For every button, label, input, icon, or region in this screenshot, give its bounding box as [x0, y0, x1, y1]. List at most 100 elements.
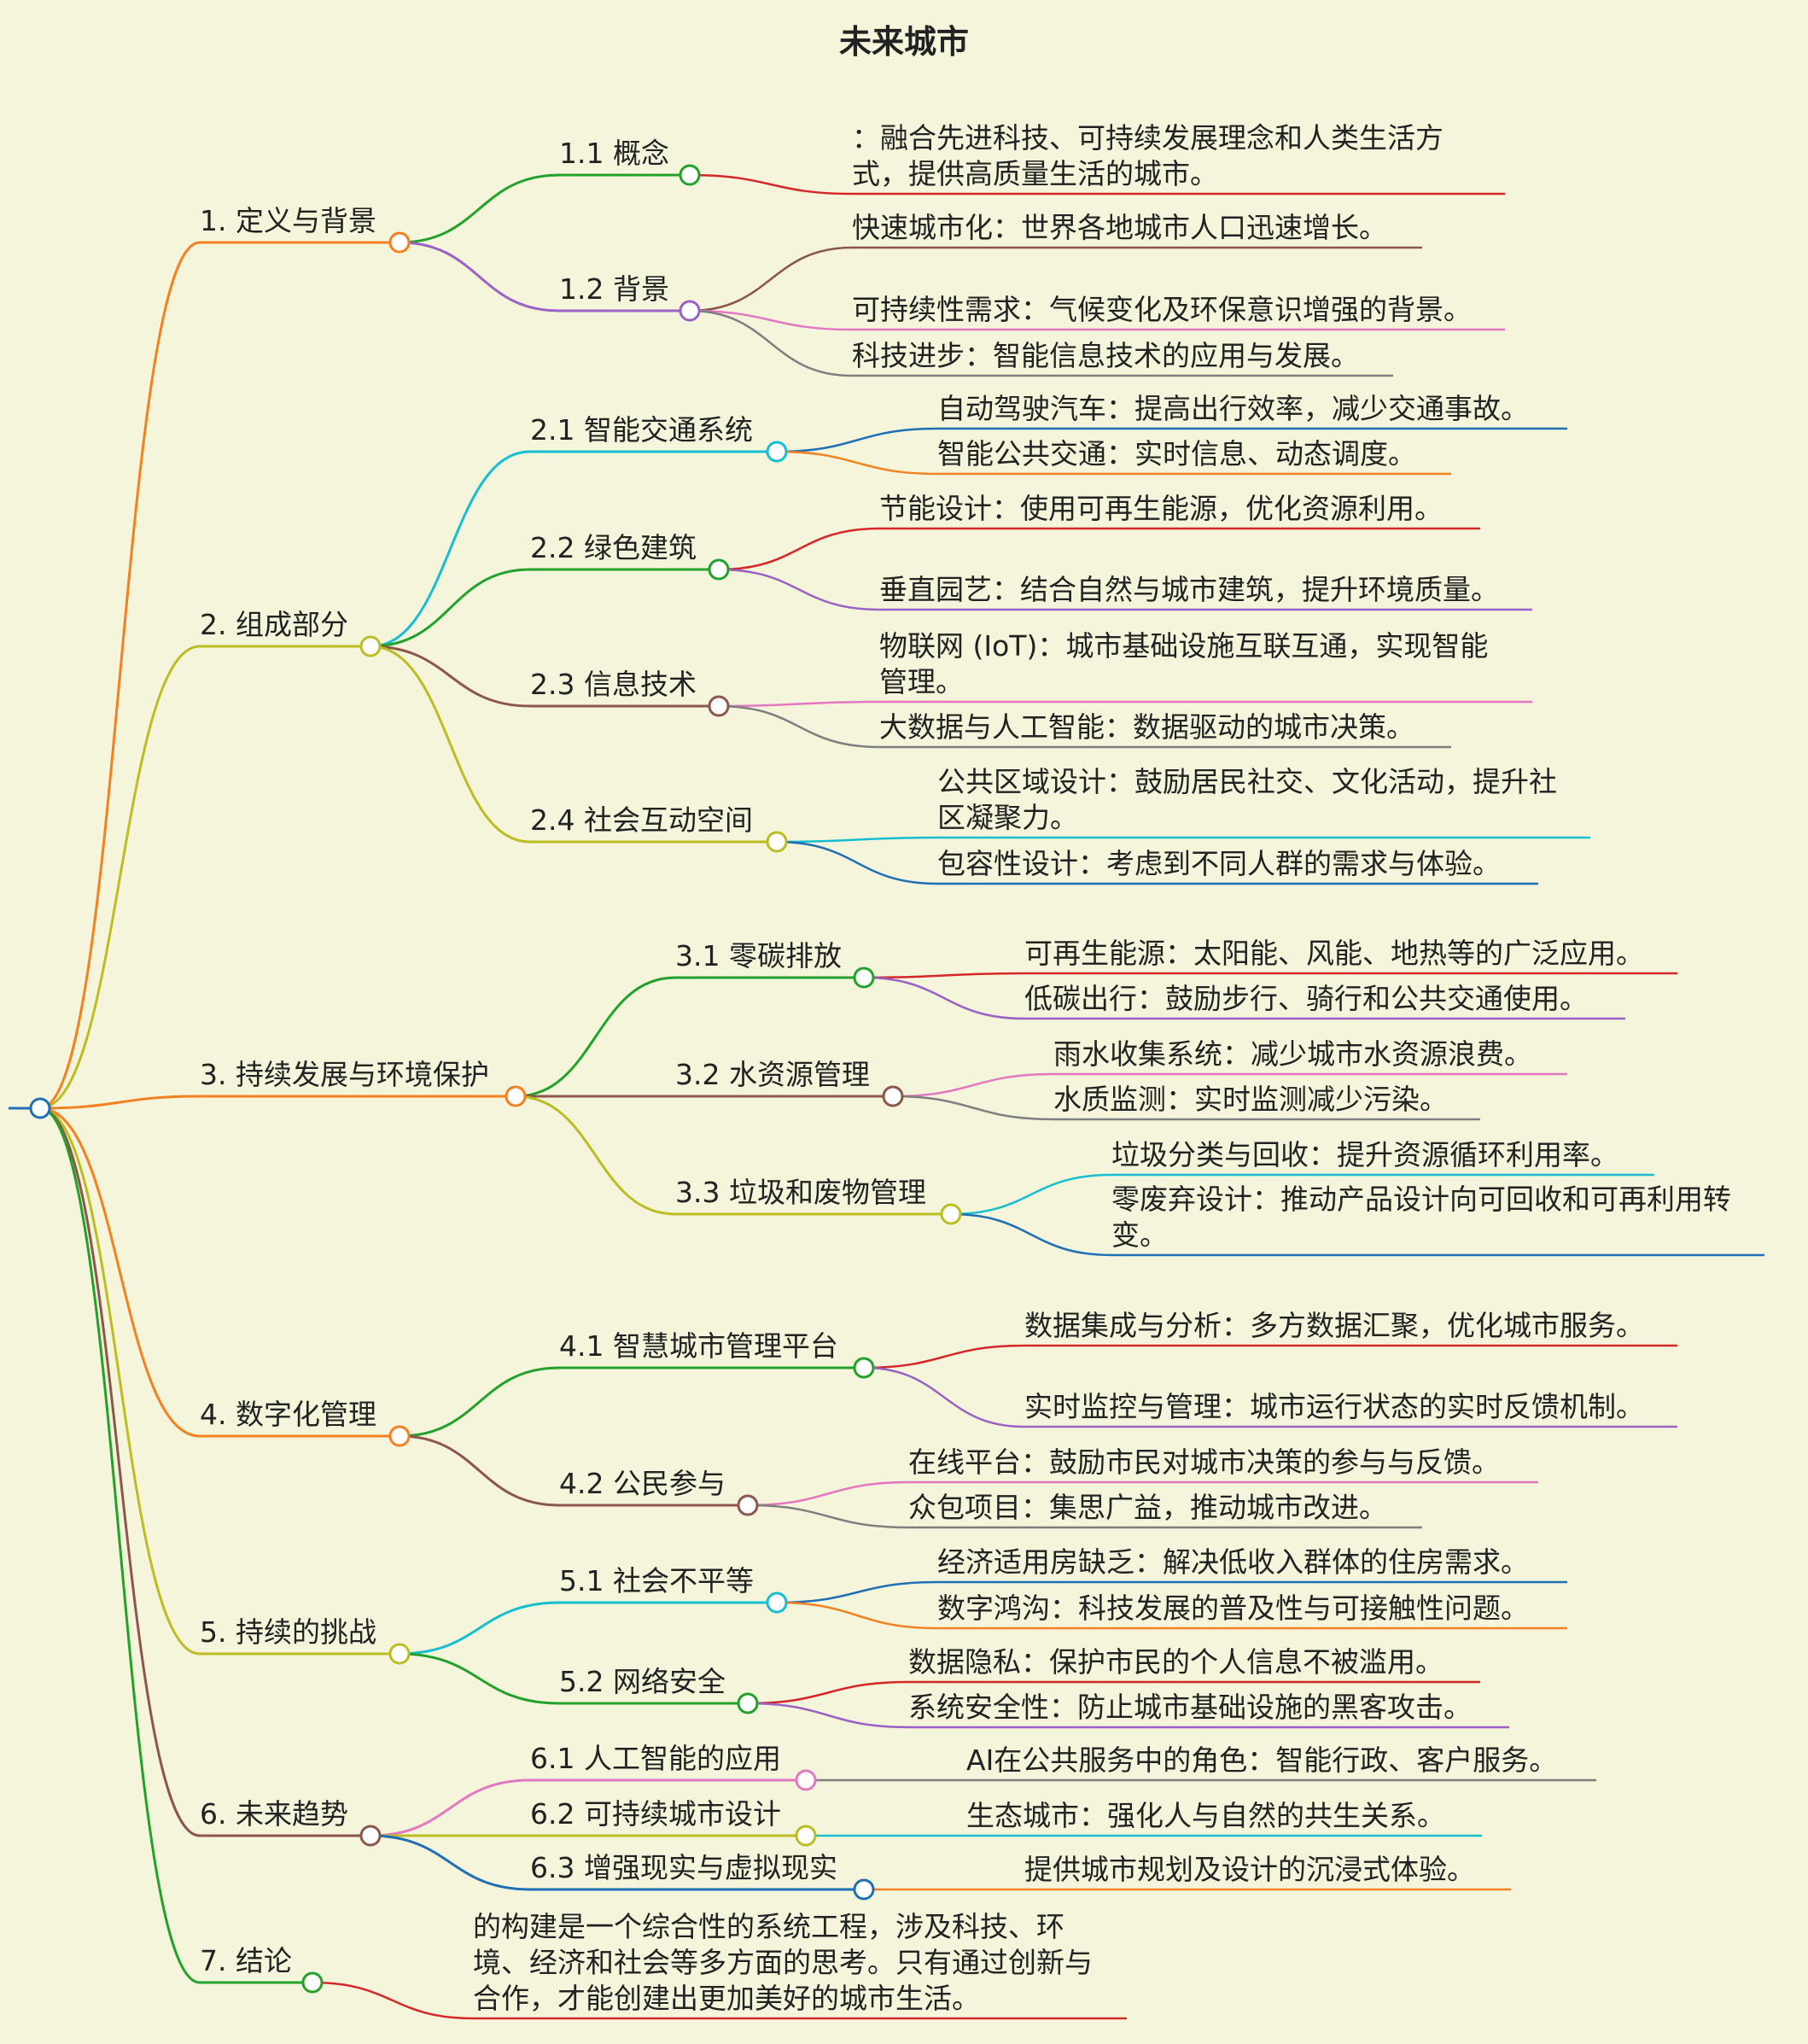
leaf-text: 自动驾驶汽车：提高出行效率，减少交通事故。: [937, 392, 1529, 425]
sub-branch-link: [370, 1778, 531, 1837]
leaf-text: 可持续性需求：气候变化及环保意识增强的背景。: [852, 293, 1472, 326]
sub-node-dot[interactable]: [940, 1203, 962, 1225]
sub-branch-label: 3.1 零碳排放: [675, 939, 842, 972]
sub-branch-link: [370, 645, 531, 708]
leaf-link: [689, 309, 853, 331]
leaf-text: 经济适用房缺乏：解决低收入群体的住房需求。: [937, 1545, 1529, 1579]
branch-label: 2. 组成部分: [200, 608, 348, 641]
leaf-link: [689, 173, 853, 196]
branch-label: 6. 未来趋势: [200, 1797, 348, 1831]
leaf-text: 包容性设计：考虑到不同人群的需求与体验。: [937, 847, 1501, 880]
leaf-link: [863, 1366, 1025, 1428]
leaf-text: 实时监控与管理：城市运行状态的实时反馈机制。: [1024, 1390, 1644, 1423]
leaf-text: ：融合先进科技、可持续发展理念和人类生活方式，提供高质量生活的城市。: [852, 121, 1443, 190]
leaf-link: [747, 1702, 909, 1729]
sub-branch-link: [370, 568, 531, 648]
leaf-text: 物联网 (IoT)：城市基础设施互联互通，实现智能管理。: [879, 629, 1489, 698]
leaf-link: [892, 1072, 1054, 1098]
sub-node-dot[interactable]: [766, 1591, 788, 1614]
leaf-text: 雨水收集系统：减少城市水资源浪费。: [1053, 1037, 1532, 1071]
sub-branch-label: 5.1 社会不平等: [559, 1564, 754, 1597]
map-title: 未来城市: [838, 23, 969, 61]
leaf-text: 水质监测：实时监测减少污染。: [1053, 1083, 1448, 1116]
sub-branch-link: [399, 1601, 560, 1656]
sub-branch-label: 6.1 人工智能的应用: [530, 1742, 781, 1775]
sub-branch-label: 4.1 智慧城市管理平台: [559, 1329, 838, 1363]
sub-branch-link: [515, 1095, 676, 1216]
leaf-link: [747, 1680, 909, 1705]
leaf-link: [776, 1601, 938, 1630]
leaf-text: 提供城市规划及设计的沉浸式体验。: [1024, 1853, 1475, 1886]
leaf-link: [747, 1480, 909, 1507]
leaf-text: 数字鸿沟：科技发展的普及性与可接触性问题。: [937, 1591, 1529, 1625]
branch-node-dot[interactable]: [388, 1425, 411, 1447]
branch-node-dot[interactable]: [388, 231, 411, 254]
branch-link: [39, 1095, 201, 1110]
leaf-text: 在线平台：鼓励市民对城市决策的参与与反馈。: [908, 1445, 1500, 1479]
branch-link: [39, 1107, 201, 1837]
sub-branch-link: [399, 241, 560, 312]
leaf-link: [718, 527, 880, 571]
sub-branch-link: [399, 173, 560, 244]
sub-branch-label: 3.2 水资源管理: [675, 1058, 870, 1091]
sub-branch-label: 2.4 社会互动空间: [530, 803, 753, 837]
sub-node-dot[interactable]: [882, 1085, 904, 1107]
branch-node-dot[interactable]: [359, 635, 382, 657]
sub-node-dot[interactable]: [795, 1825, 817, 1847]
sub-node-dot[interactable]: [853, 967, 875, 989]
leaf-text: 节能设计：使用可再生能源，优化资源利用。: [879, 492, 1443, 525]
sub-node-dot[interactable]: [708, 695, 730, 717]
leaf-link: [950, 1212, 1112, 1257]
sub-node-dot[interactable]: [795, 1769, 817, 1791]
sub-branch-label: 3.3 垃圾和废物管理: [675, 1176, 926, 1209]
branch-link: [39, 241, 201, 1110]
leaf-text: 众包项目：集思广益，推动城市改进。: [908, 1491, 1387, 1524]
branch-label: 4. 数字化管理: [200, 1398, 376, 1431]
sub-branch-link: [370, 450, 531, 648]
sub-branch-link: [515, 976, 676, 1098]
branch-link: [39, 1107, 201, 1984]
sub-branch-label: 5.2 网络安全: [559, 1665, 726, 1698]
leaf-link: [312, 1981, 474, 2020]
branch-label: 1. 定义与背景: [200, 204, 376, 237]
branch-label: 5. 持续的挑战: [200, 1615, 376, 1649]
sub-node-dot[interactable]: [853, 1357, 875, 1379]
leaf-link: [863, 1344, 1025, 1369]
branch-node-dot[interactable]: [504, 1085, 527, 1107]
sub-node-dot[interactable]: [766, 441, 788, 463]
leaf-link: [718, 568, 880, 611]
leaf-text: 智能公共交通：实时信息、动态调度。: [937, 437, 1416, 470]
sub-node-dot[interactable]: [766, 831, 788, 853]
sub-node-dot[interactable]: [737, 1494, 759, 1516]
leaf-text: 生态城市：强化人与自然的共生关系。: [966, 1799, 1445, 1832]
leaf-text: 垂直园艺：结合自然与城市建筑，提升环境质量。: [879, 573, 1499, 606]
sub-branch-label: 1.2 背景: [559, 272, 669, 306]
sub-node-dot[interactable]: [679, 164, 701, 186]
branch-node-dot[interactable]: [301, 1971, 324, 1994]
leaf-link: [863, 972, 1025, 979]
leaf-text: 低碳出行：鼓励步行、骑行和公共交通使用。: [1024, 982, 1588, 1015]
leaf-link: [950, 1173, 1112, 1216]
sub-branch-link: [399, 1434, 560, 1507]
sub-node-dot[interactable]: [853, 1878, 875, 1901]
sub-branch-label: 4.2 公民参与: [559, 1467, 726, 1500]
leaf-text: 系统安全性：防止城市基础设施的黑客攻击。: [908, 1691, 1472, 1724]
sub-branch-link: [399, 1652, 560, 1705]
branch-link: [39, 645, 201, 1110]
leaf-link: [863, 976, 1025, 1020]
sub-node-dot[interactable]: [737, 1692, 759, 1714]
sub-branch-link: [399, 1366, 560, 1438]
branch-node-dot[interactable]: [359, 1825, 382, 1847]
leaf-link: [747, 1504, 909, 1529]
leaf-text: 数据隐私：保护市民的个人信息不被滥用。: [908, 1645, 1443, 1679]
branch-link: [39, 1107, 201, 1656]
leaf-link: [776, 450, 938, 476]
leaf-link: [776, 427, 938, 453]
branch-node-dot[interactable]: [388, 1643, 411, 1665]
sub-node-dot[interactable]: [679, 300, 701, 322]
sub-node-dot[interactable]: [708, 558, 730, 581]
leaf-text: 数据集成与分析：多方数据汇聚，优化城市服务。: [1024, 1309, 1644, 1342]
root-node-dot[interactable]: [29, 1097, 51, 1119]
leaf-link: [718, 704, 880, 749]
